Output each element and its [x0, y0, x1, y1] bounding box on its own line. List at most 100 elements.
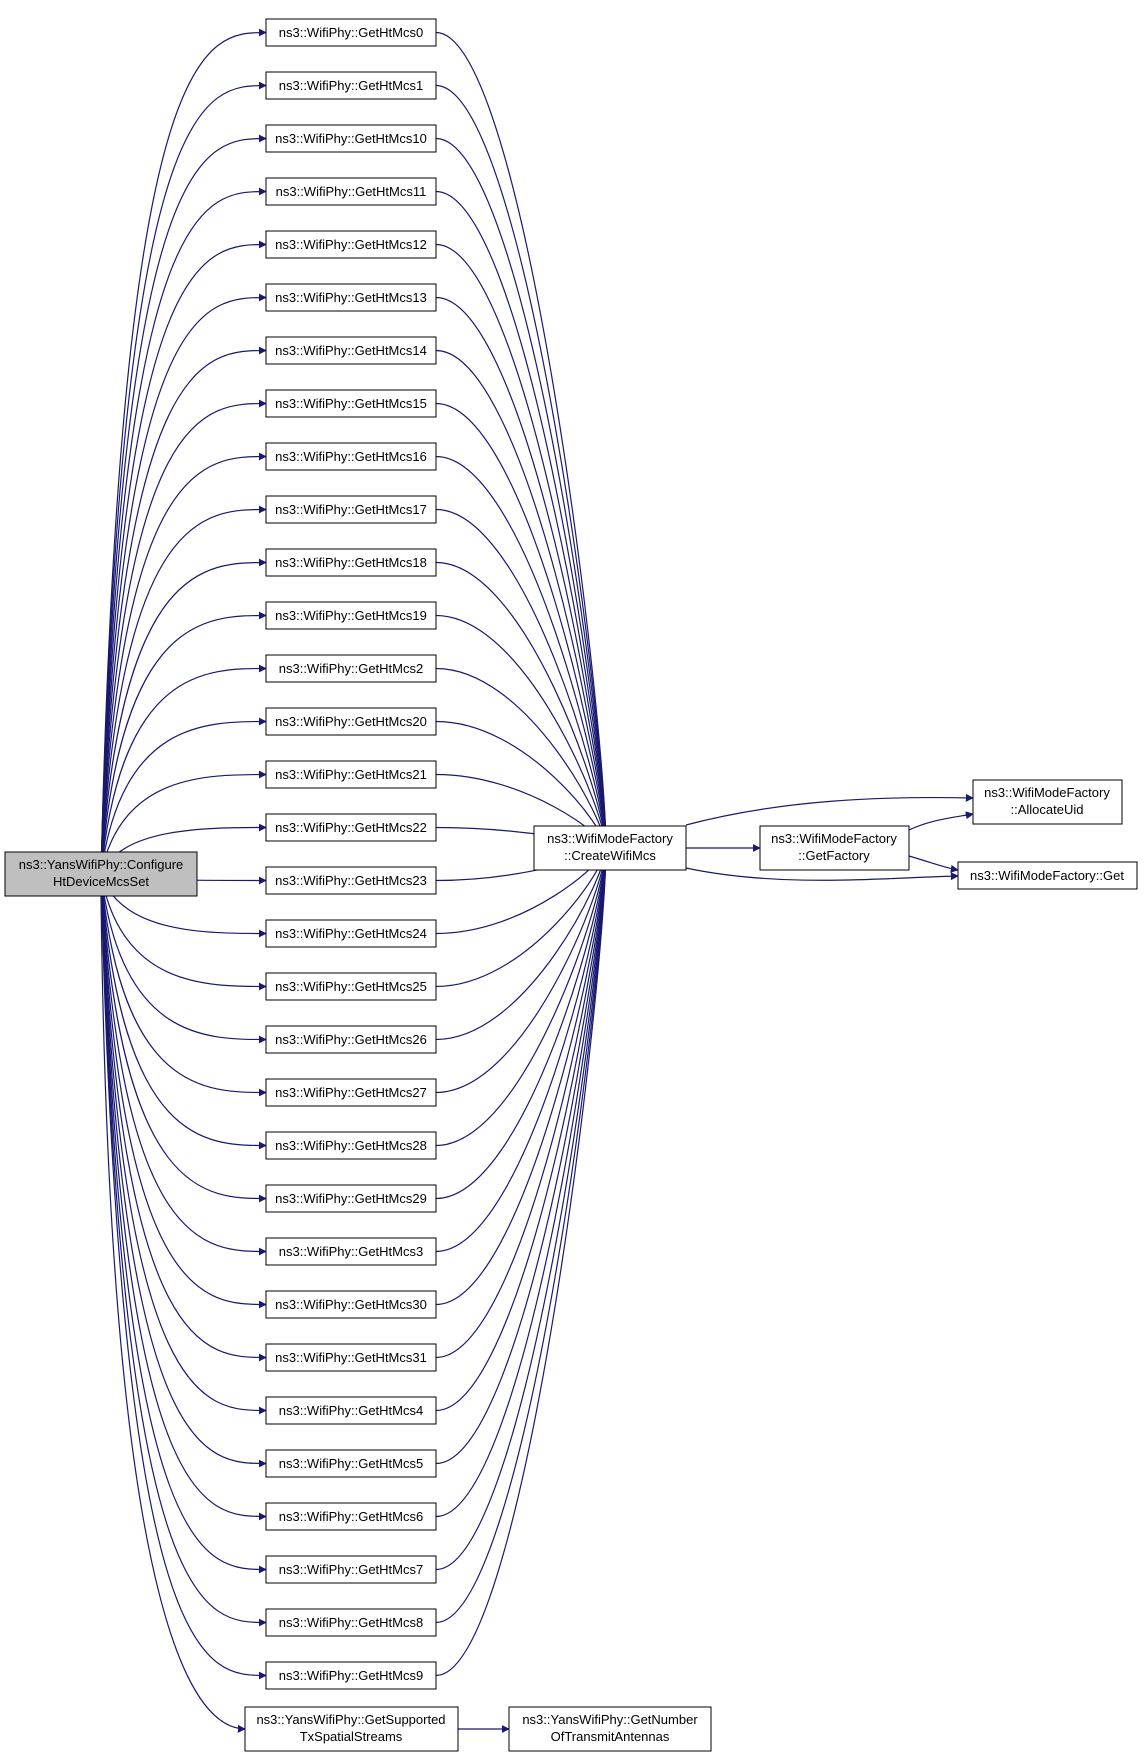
node-get-label: ns3::WifiModeFactory::Get — [970, 868, 1124, 883]
getter-node[interactable]: ns3::WifiPhy::GetHtMcs17 — [265, 495, 437, 524]
getter-node[interactable]: ns3::WifiPhy::GetHtMcs8 — [265, 1608, 437, 1637]
getter-node[interactable]: ns3::WifiPhy::GetHtMcs23 — [265, 866, 437, 895]
getter-node-label: ns3::WifiPhy::GetHtMcs29 — [275, 1191, 427, 1206]
getter-node-label: ns3::WifiPhy::GetHtMcs17 — [275, 502, 427, 517]
getter-node[interactable]: ns3::WifiPhy::GetHtMcs4 — [265, 1396, 437, 1425]
edge-getter-to-create — [435, 847, 610, 1571]
getter-node[interactable]: ns3::WifiPhy::GetHtMcs16 — [265, 442, 437, 471]
edge-root-to-getter — [100, 873, 267, 1415]
getter-node[interactable]: ns3::WifiPhy::GetHtMcs22 — [265, 813, 437, 842]
getter-node[interactable]: ns3::WifiPhy::GetHtMcs21 — [265, 760, 437, 789]
edge-root-to-supported — [100, 895, 246, 1733]
getter-node[interactable]: ns3::WifiPhy::GetHtMcs19 — [265, 601, 437, 630]
node-get-factory[interactable]: ns3::WifiModeFactory ::GetFactory — [759, 825, 910, 871]
getter-node[interactable]: ns3::WifiPhy::GetHtMcs9 — [265, 1661, 437, 1690]
getter-node[interactable]: ns3::WifiPhy::GetHtMcs12 — [265, 230, 437, 259]
edge-getter-to-create — [435, 847, 610, 1465]
edge-root-to-getter — [100, 187, 267, 875]
getter-node[interactable]: ns3::WifiPhy::GetHtMcs2 — [265, 654, 437, 683]
edge-getter-to-create — [435, 847, 610, 1306]
edge-getter-to-create — [435, 508, 610, 849]
getter-node[interactable]: ns3::WifiPhy::GetHtMcs13 — [265, 283, 437, 312]
edge-getter-to-create — [435, 847, 610, 1518]
node-get-number-of-transmit-antennas[interactable]: ns3::YansWifiPhy::GetNumber OfTransmitAn… — [508, 1706, 712, 1752]
getter-node[interactable]: ns3::WifiPhy::GetHtMcs30 — [265, 1290, 437, 1319]
getter-node-label: ns3::WifiPhy::GetHtMcs12 — [275, 237, 427, 252]
node-create-wifi-mcs[interactable]: ns3::WifiModeFactory ::CreateWifiMcs — [533, 825, 687, 871]
getter-node[interactable]: ns3::WifiPhy::GetHtMcs28 — [265, 1131, 437, 1160]
getter-node-label: ns3::WifiPhy::GetHtMcs23 — [275, 873, 427, 888]
getter-node-label: ns3::WifiPhy::GetHtMcs27 — [275, 1085, 427, 1100]
getter-node[interactable]: ns3::WifiPhy::GetHtMcs20 — [265, 707, 437, 736]
edge-root-to-getter — [100, 873, 267, 991]
node-root[interactable]: ns3::YansWifiPhy::Configure HtDeviceMcsS… — [4, 851, 198, 897]
edge-root-to-getter — [100, 134, 267, 875]
getter-node-label: ns3::WifiPhy::GetHtMcs6 — [279, 1509, 423, 1524]
getter-node[interactable]: ns3::WifiPhy::GetHtMcs11 — [265, 177, 437, 206]
edge-create-to-allocate — [685, 793, 974, 826]
node-get-supported-tx-spatial-streams[interactable]: ns3::YansWifiPhy::GetSupported TxSpatial… — [244, 1706, 459, 1752]
edge-root-to-getter — [100, 873, 267, 1521]
getter-node-label: ns3::WifiPhy::GetHtMcs4 — [279, 1403, 423, 1418]
getter-node[interactable]: ns3::WifiPhy::GetHtMcs5 — [265, 1449, 437, 1478]
getter-node-label: ns3::WifiPhy::GetHtMcs13 — [275, 290, 427, 305]
getter-node-label: ns3::WifiPhy::GetHtMcs24 — [275, 926, 427, 941]
getter-node[interactable]: ns3::WifiPhy::GetHtMcs25 — [265, 972, 437, 1001]
getter-node-label: ns3::WifiPhy::GetHtMcs31 — [275, 1350, 427, 1365]
edge-root-to-getter — [100, 399, 267, 875]
edge-layer — [100, 28, 974, 1733]
getter-node-label: ns3::WifiPhy::GetHtMcs28 — [275, 1138, 427, 1153]
edge-root-to-getter — [100, 873, 267, 1203]
edge-getter-to-create — [435, 561, 610, 849]
getter-node[interactable]: ns3::WifiPhy::GetHtMcs27 — [265, 1078, 437, 1107]
edge-root-to-getter — [100, 558, 267, 875]
edge-root-to-getter — [100, 346, 267, 875]
edge-getter-to-create — [435, 349, 610, 849]
getter-node-label: ns3::WifiPhy::GetHtMcs26 — [275, 1032, 427, 1047]
getter-node[interactable]: ns3::WifiPhy::GetHtMcs1 — [265, 71, 437, 100]
node-antennas-label-1: ns3::YansWifiPhy::GetNumber — [522, 1712, 698, 1727]
node-get[interactable]: ns3::WifiModeFactory::Get — [957, 861, 1138, 890]
getter-node-label: ns3::WifiPhy::GetHtMcs0 — [279, 25, 423, 40]
node-allocate-uid[interactable]: ns3::WifiModeFactory ::AllocateUid — [972, 779, 1123, 825]
getter-node-label: ns3::WifiPhy::GetHtMcs25 — [275, 979, 427, 994]
edge-getter-to-create — [435, 847, 610, 1094]
node-factory-label-1: ns3::WifiModeFactory — [771, 831, 897, 846]
getter-node-label: ns3::WifiPhy::GetHtMcs14 — [275, 343, 427, 358]
getter-node[interactable]: ns3::WifiPhy::GetHtMcs0 — [265, 18, 437, 47]
getter-node-label: ns3::WifiPhy::GetHtMcs16 — [275, 449, 427, 464]
getter-node-label: ns3::WifiPhy::GetHtMcs19 — [275, 608, 427, 623]
node-layer: ns3::YansWifiPhy::Configure HtDeviceMcsS… — [4, 18, 1138, 1752]
getter-node-label: ns3::WifiPhy::GetHtMcs8 — [279, 1615, 423, 1630]
edge-getter-to-create — [435, 847, 610, 1253]
getter-node[interactable]: ns3::WifiPhy::GetHtMcs3 — [265, 1237, 437, 1266]
getter-node[interactable]: ns3::WifiPhy::GetHtMcs29 — [265, 1184, 437, 1213]
edge-root-to-getter — [100, 611, 267, 875]
edge-getter-to-create — [435, 402, 610, 849]
getter-node-label: ns3::WifiPhy::GetHtMcs30 — [275, 1297, 427, 1312]
getter-node-label: ns3::WifiPhy::GetHtMcs20 — [275, 714, 427, 729]
getter-node[interactable]: ns3::WifiPhy::GetHtMcs26 — [265, 1025, 437, 1054]
getter-node-label: ns3::WifiPhy::GetHtMcs2 — [279, 661, 423, 676]
node-create-label-1: ns3::WifiModeFactory — [547, 831, 673, 846]
getter-node[interactable]: ns3::WifiPhy::GetHtMcs18 — [265, 548, 437, 577]
getter-node[interactable]: ns3::WifiPhy::GetHtMcs24 — [265, 919, 437, 948]
edge-getter-to-create — [435, 847, 610, 1200]
getter-node[interactable]: ns3::WifiPhy::GetHtMcs7 — [265, 1555, 437, 1584]
getter-node-label: ns3::WifiPhy::GetHtMcs3 — [279, 1244, 423, 1259]
edge-root-to-getter — [100, 770, 267, 875]
getter-node[interactable]: ns3::WifiPhy::GetHtMcs10 — [265, 124, 437, 153]
node-create-label-2: ::CreateWifiMcs — [564, 848, 656, 863]
getter-node-label: ns3::WifiPhy::GetHtMcs18 — [275, 555, 427, 570]
edge-factory-to-get — [908, 855, 959, 873]
getter-node-label: ns3::WifiPhy::GetHtMcs15 — [275, 396, 427, 411]
node-supported-label-2: TxSpatialStreams — [300, 1729, 403, 1744]
getter-node[interactable]: ns3::WifiPhy::GetHtMcs6 — [265, 1502, 437, 1531]
edge-getter-to-create — [435, 847, 610, 1624]
node-supported-label-1: ns3::YansWifiPhy::GetSupported — [256, 1712, 445, 1727]
edge-root-to-getter — [100, 81, 267, 875]
getter-node[interactable]: ns3::WifiPhy::GetHtMcs31 — [265, 1343, 437, 1372]
getter-node[interactable]: ns3::WifiPhy::GetHtMcs14 — [265, 336, 437, 365]
getter-node[interactable]: ns3::WifiPhy::GetHtMcs15 — [265, 389, 437, 418]
